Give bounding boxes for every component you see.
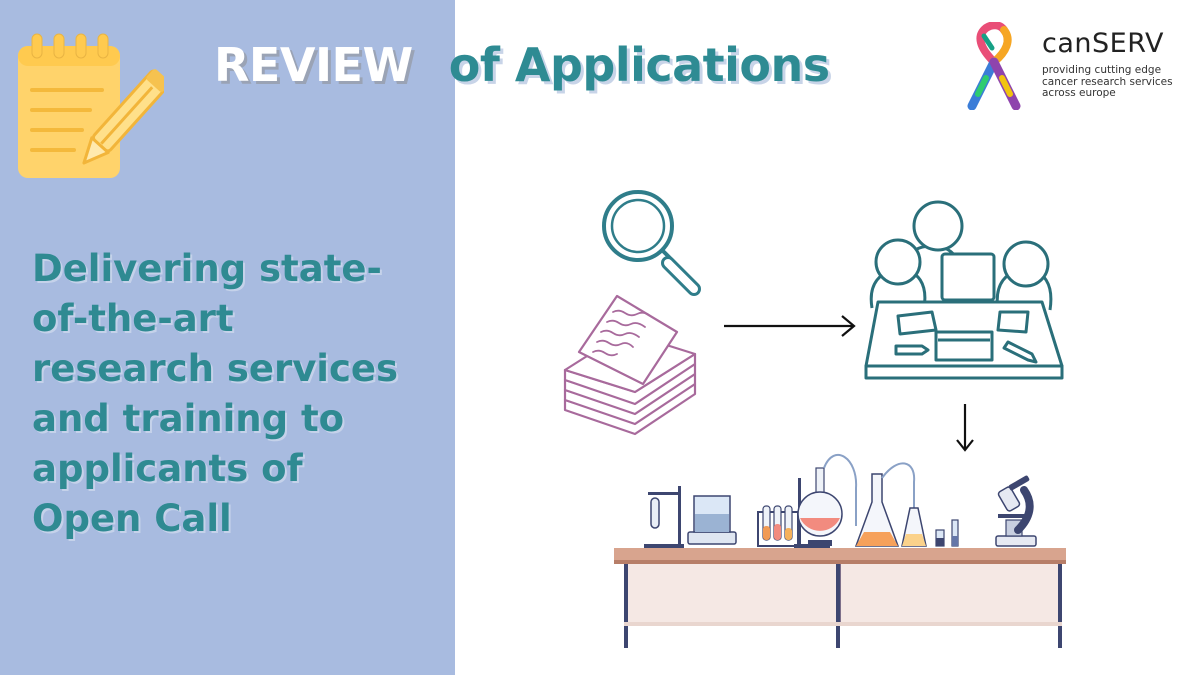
meeting-table-icon (864, 200, 1064, 380)
arrow-right-icon (724, 315, 856, 337)
tagline-line: Delivering state- (32, 247, 382, 290)
tagline-line: of-the-art (32, 297, 234, 340)
lab-bench-icon (614, 454, 1066, 648)
canserv-ribbon-logo (967, 22, 1021, 110)
arrow-down-icon (956, 404, 974, 452)
logo-name: canSERV (1042, 28, 1164, 59)
title-review: REVIEW (214, 38, 413, 92)
logo-subtitle: providing cutting edge cancer research s… (1042, 64, 1173, 100)
canserv-logo: canSERV providing cutting edge cancer re… (962, 22, 1192, 114)
tagline-line: Open Call (32, 497, 232, 540)
logo-subtitle-line: providing cutting edge (1042, 64, 1162, 76)
tagline-line: applicants of (32, 447, 303, 490)
logo-subtitle-line: cancer research services (1042, 75, 1173, 88)
notepad-pencil-icon (18, 33, 164, 178)
title-of-applications: of Applications (448, 38, 830, 92)
paper-stack-icon (563, 294, 697, 436)
tagline-line: and training to (32, 397, 345, 440)
logo-subtitle-line: across europe (1042, 87, 1116, 99)
magnifying-glass-icon (602, 190, 701, 296)
page-title: REVIEW of Applications (214, 38, 830, 92)
tagline-line: research services (32, 347, 399, 390)
tagline: Delivering state- of-the-art research se… (32, 244, 442, 544)
